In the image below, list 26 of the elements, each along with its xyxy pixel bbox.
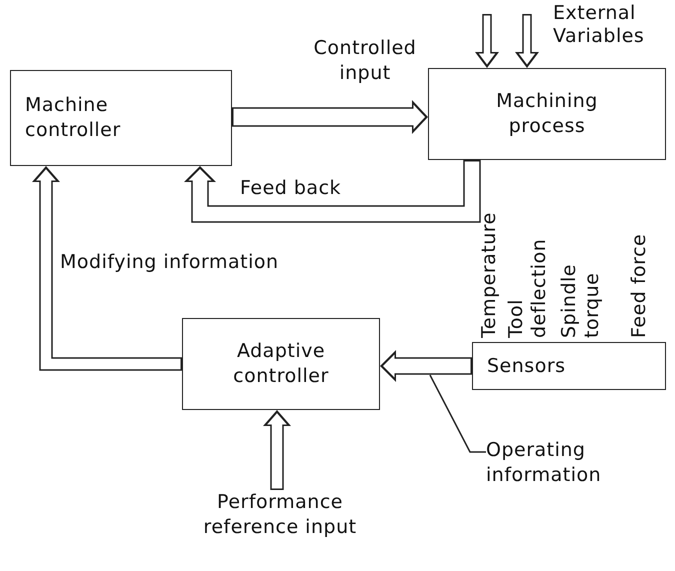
hollow-arrow	[32, 166, 182, 371]
edge-label: Controlled input	[312, 36, 418, 86]
hollow-arrow	[263, 410, 291, 490]
side-note: External Variables	[553, 2, 646, 48]
hollow-arrow	[515, 14, 539, 68]
input-label: Operating information	[486, 438, 602, 488]
process-box	[182, 318, 380, 410]
box-label: Machining process	[495, 89, 599, 139]
leader-line	[429, 374, 486, 453]
sensor-signal-label: Spindle torque	[558, 263, 604, 338]
box-label: Sensors	[487, 354, 566, 378]
hollow-arrow	[380, 350, 472, 382]
sensor-signal-label: Feed force	[628, 232, 651, 338]
sensor-signal-label: Temperature	[478, 211, 501, 338]
process-box	[472, 342, 666, 390]
hollow-arrow	[475, 14, 499, 68]
input-label: Performance reference input	[202, 490, 358, 540]
box-label: Adaptive controller	[232, 339, 330, 389]
process-box	[428, 68, 666, 160]
hollow-arrow	[232, 100, 428, 134]
sensor-signal-label: Tool deflection	[505, 238, 551, 338]
box-label: Machine controller	[25, 93, 122, 143]
edge-label: Feed back	[240, 176, 342, 201]
edge-label: Modifying information	[60, 250, 279, 275]
process-box	[10, 70, 232, 166]
hollow-arrow	[184, 160, 481, 223]
